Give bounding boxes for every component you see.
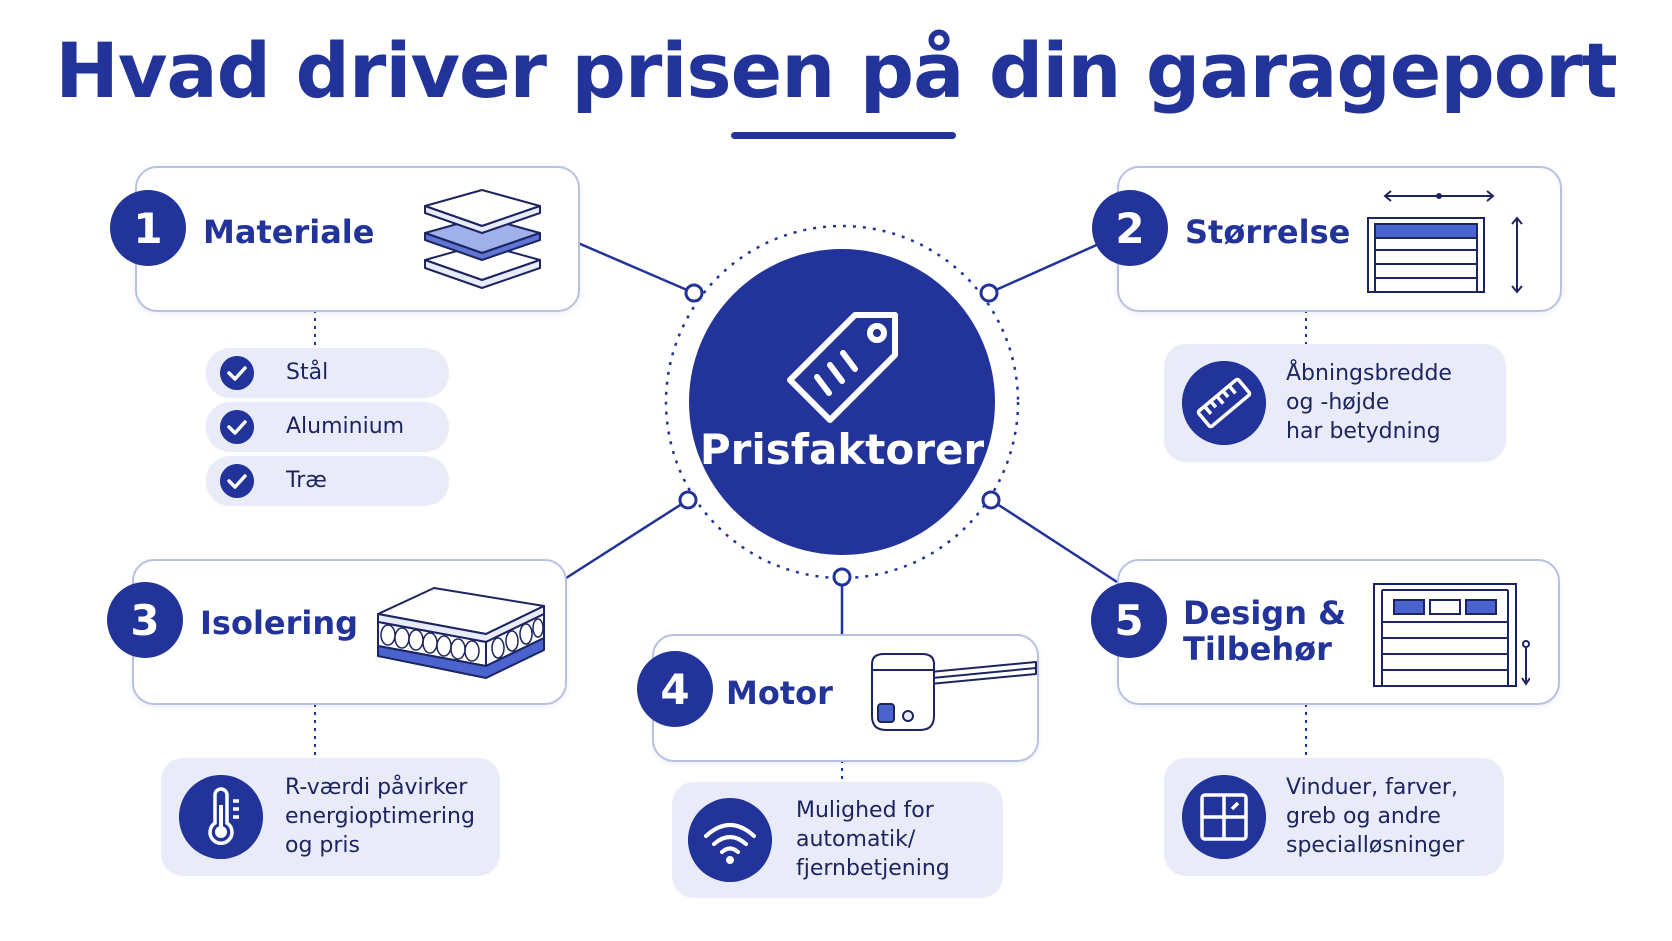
factor-title-design: Design & Tilbehør — [1183, 595, 1346, 667]
factor-card-motor — [652, 634, 1039, 762]
window-icon — [1182, 775, 1266, 859]
wifi-icon — [688, 798, 772, 882]
factor-card-size — [1117, 166, 1562, 312]
factor-badge-2: 2 — [1092, 190, 1168, 266]
motor-detail-line: Mulighed for — [796, 798, 934, 823]
check-icon — [220, 410, 254, 444]
material-layers-icon — [424, 189, 541, 289]
material-option-label: Aluminium — [286, 414, 405, 439]
garage-door-size-icon — [1367, 190, 1523, 294]
insulation-panel-icon — [377, 587, 545, 679]
price-tag-icon — [787, 312, 898, 423]
material-option-label: Stål — [286, 360, 329, 385]
factor-badge-4: 4 — [637, 651, 713, 727]
insulation-detail: R-værdi påvirker energioptimering og pri… — [161, 758, 500, 876]
material-option-wood: Træ — [206, 456, 449, 506]
factor-title-material: Materiale — [203, 213, 375, 251]
insulation-detail-line: energioptimering — [285, 804, 475, 829]
motor-detail-line: automatik/ — [796, 827, 916, 852]
center-circle — [689, 249, 995, 555]
center-label: Prisfaktorer — [699, 425, 985, 474]
factor-title-line: Design & — [1183, 594, 1347, 632]
motor-detail: Mulighed for automatik/ fjernbetjening — [672, 782, 1003, 898]
thermometer-icon — [179, 775, 263, 859]
factor-badge-3: 3 — [107, 582, 183, 658]
title-underline — [731, 132, 956, 139]
factor-title-motor: Motor — [726, 674, 833, 712]
ruler-icon — [1182, 361, 1266, 445]
insulation-detail-line: R-værdi påvirker — [285, 775, 468, 800]
size-detail: Åbningsbredde og -højde har betydning — [1164, 344, 1506, 462]
factor-badge-5: 5 — [1091, 582, 1167, 658]
garage-door-windows-icon — [1373, 583, 1530, 687]
insulation-detail-line: og pris — [285, 833, 361, 858]
factor-title-size: Størrelse — [1185, 213, 1351, 251]
design-detail-line: Vinduer, farver, — [1286, 775, 1458, 800]
check-icon — [220, 464, 254, 498]
factor-title-insulation: Isolering — [200, 604, 359, 642]
page-title: Hvad driver prisen på din garageport — [55, 26, 1618, 115]
size-detail-line: har betydning — [1286, 419, 1441, 444]
factor-title-line: Tilbehør — [1183, 630, 1332, 668]
design-detail-line: greb og andre — [1286, 804, 1441, 829]
material-option-steel: Stål — [206, 348, 449, 398]
motor-detail-line: fjernbetjening — [796, 856, 950, 881]
size-detail-line: Åbningsbredde — [1286, 361, 1452, 386]
design-detail: Vinduer, farver, greb og andre speciallø… — [1164, 758, 1504, 876]
material-option-label: Træ — [286, 468, 327, 493]
factor-badge-1: 1 — [110, 190, 186, 266]
material-option-aluminium: Aluminium — [206, 402, 449, 452]
design-detail-line: specialløsninger — [1286, 833, 1465, 858]
size-detail-line: og -højde — [1286, 390, 1390, 415]
garage-motor-icon — [871, 653, 1037, 731]
check-icon — [220, 356, 254, 390]
